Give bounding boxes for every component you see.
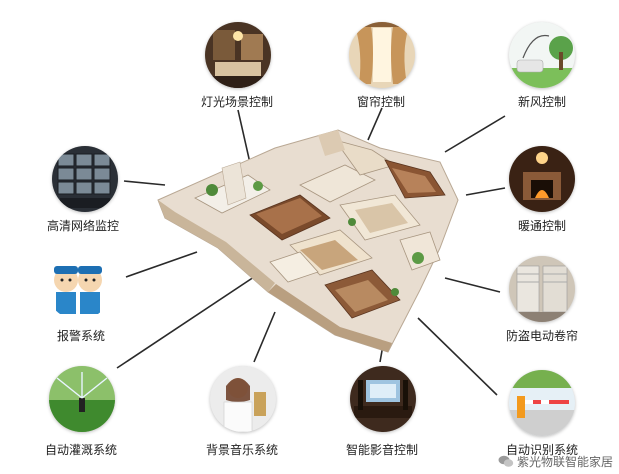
- connector-cctv: [123, 180, 166, 186]
- node-label: 自动灌溉系统: [45, 443, 118, 457]
- node-label: 窗帘控制: [357, 95, 406, 109]
- node-label: 暖通控制: [518, 219, 567, 233]
- node-label: 背景音乐系统: [206, 443, 279, 457]
- rolling-shutter-icon: [509, 256, 575, 322]
- watermark: 紫光物联智能家居: [498, 453, 613, 470]
- connector-lighting: [237, 109, 251, 164]
- node-label: 新风控制: [518, 95, 567, 109]
- watermark-text: 紫光物联智能家居: [516, 455, 613, 469]
- hvac-icon: [509, 146, 575, 212]
- connector-shutter: [444, 277, 501, 293]
- background-music-icon: [210, 366, 276, 432]
- fresh-air-icon: [509, 22, 575, 88]
- connector-theater: [379, 344, 384, 363]
- cctv-icon: [52, 146, 118, 212]
- node-label: 自动识别系统: [506, 443, 579, 457]
- connector-irrigation: [116, 272, 261, 369]
- floor-plan-3d: [157, 129, 459, 353]
- node-label: 灯光场景控制: [201, 95, 274, 109]
- node-label: 报警系统: [57, 329, 106, 343]
- irrigation-icon: [49, 366, 115, 432]
- connector-curtain: [367, 107, 383, 141]
- node-label: 防盗电动卷帘: [506, 329, 579, 343]
- connector-music: [253, 311, 276, 363]
- wechat-icon: [498, 455, 514, 468]
- node-label: 智能影音控制: [346, 443, 419, 457]
- home-theater-icon: [350, 366, 416, 432]
- alarm-icon: [46, 254, 112, 320]
- connector-hvac: [465, 187, 506, 196]
- plate-recognition-icon: [509, 370, 575, 436]
- connector-alarm: [125, 251, 198, 278]
- connector-fresh-air: [444, 115, 506, 153]
- node-label: 高清网络监控: [47, 219, 120, 233]
- curtain-icon: [349, 22, 415, 88]
- lighting-scene-icon: [205, 22, 271, 88]
- connector-plate: [417, 317, 498, 396]
